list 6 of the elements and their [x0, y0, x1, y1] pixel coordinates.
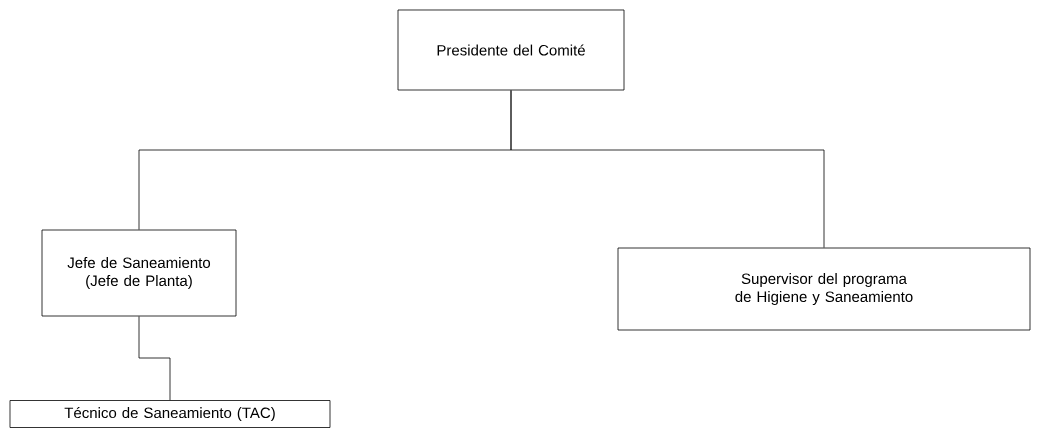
- connector-line: [510, 90, 825, 248]
- connector-line: [138, 316, 171, 401]
- org-box: Presidente del Comité: [397, 9, 625, 91]
- org-box: Jefe de Saneamiento (Jefe de Planta): [41, 229, 237, 317]
- org-box: Supervisor del programa de Higiene y Saneamiento: [617, 247, 1031, 331]
- org-box: Técnico de Saneamiento (TAC): [9, 400, 331, 428]
